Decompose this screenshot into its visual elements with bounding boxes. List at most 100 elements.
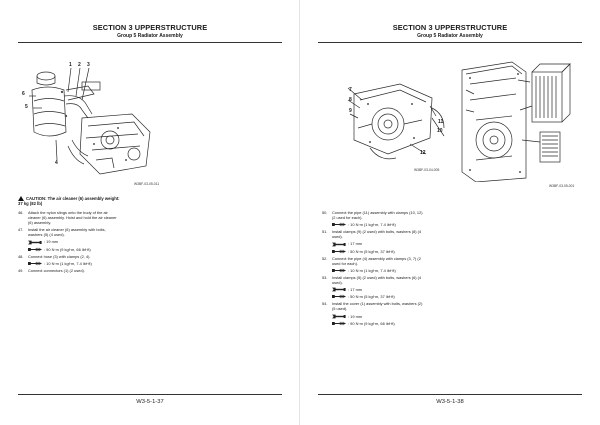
section-title: SECTION 3 UPPERSTRUCTURE xyxy=(392,23,508,32)
caution-label: CAUTION: xyxy=(26,196,47,201)
callout-label: 3 xyxy=(87,62,90,68)
step-text-line: Install clamps (5) (2 used) with bolts, … xyxy=(332,274,422,280)
wrench-icon xyxy=(28,240,42,244)
step-text-line: (2 used for each). xyxy=(332,215,363,221)
tool-spec-text: : 17 mm xyxy=(348,241,363,247)
left-page: SECTION 3 UPPERSTRUCTURE Group 5 Radiato… xyxy=(18,23,282,405)
procedure-step: 52.Connect the pipe (4) assembly with cl… xyxy=(322,256,532,266)
tool-spec-text: : 50 N·m (5 kgf·m, 37 lbf·ft) xyxy=(348,248,395,254)
torque-wrench-icon xyxy=(332,249,346,253)
step-number: 53. xyxy=(322,274,328,280)
tool-spec: : 50 N·m (5 kgf·m, 37 lbf·ft) xyxy=(332,249,532,254)
step-text-line: (5 used). xyxy=(332,306,348,312)
right-page: SECTION 3 UPPERSTRUCTURE Group 5 Radiato… xyxy=(300,0,600,425)
step-text-line: Attach the nylon slings onto the body of… xyxy=(28,210,108,215)
footer-rule xyxy=(18,394,282,395)
callout-label: 8 xyxy=(349,97,352,103)
tool-spec-text: : 90 N·m (9 kgf·m, 66 lbf·ft) xyxy=(44,246,91,252)
procedure-step: 51. Install clamps (9) (2 used) with bolt… xyxy=(322,229,532,239)
tool-spec: : 19 mm xyxy=(332,314,532,319)
callout-label: 4 xyxy=(55,160,58,166)
step-text-line: used for each). xyxy=(332,260,358,266)
step-text: Connect hose (3) with clamps (2, 4). xyxy=(28,254,218,259)
callout-label: 7 xyxy=(349,87,352,93)
step-text: Attach the nylon slings onto the body of… xyxy=(28,210,218,225)
step-text-line: used). xyxy=(332,280,343,286)
step-number: 49. xyxy=(18,267,24,273)
figure-id: W3BF-03-05-001 xyxy=(549,184,575,188)
procedure-step: 47. Install the air cleaner (6) assembly … xyxy=(18,227,218,237)
warning-triangle-icon xyxy=(18,196,24,201)
air-cleaner-assembly-figure xyxy=(29,67,151,175)
tool-spec-text: : 90 N·m (9 kgf·m, 66 lbf·ft) xyxy=(348,320,395,326)
tool-spec-text: : 10 N·m (1 kgf·m, 7.4 lbf·ft) xyxy=(348,222,396,228)
wrench-icon xyxy=(332,242,346,246)
procedure-step: 53. Install clamps (5) (2 used) with bolt… xyxy=(322,275,532,285)
step-text-line: Install the cover (1) assembly with bolt… xyxy=(332,301,423,307)
step-text-line: Connect the pipe (11) assembly with clam… xyxy=(332,210,423,215)
step-number: 51. xyxy=(322,229,328,235)
tool-spec-text: : 19 mm xyxy=(348,313,363,319)
step-number: 50. xyxy=(322,210,328,215)
step-number: 47. xyxy=(18,227,24,233)
figure-id: W3BF-03-04-005 xyxy=(414,168,440,172)
step-number: 54. xyxy=(322,301,328,307)
tool-spec-text: : 50 N·m (5 kgf·m, 37 lbf·ft) xyxy=(348,294,395,300)
step-number: 46. xyxy=(18,210,24,215)
step-text: Install clamps (5) (2 used) with bolts, … xyxy=(332,275,532,285)
tool-spec: : 90 N·m (9 kgf·m, 66 lbf·ft) xyxy=(332,321,532,326)
procedure-step: 54. Install the cover (1) assembly with b… xyxy=(322,301,532,311)
step-text-line: washers (5) (4 used). xyxy=(28,232,65,238)
callout-label: 9 xyxy=(349,108,352,114)
tool-spec: : 10 N·m (1 kgf·m, 7.4 lbf·ft) xyxy=(28,261,218,266)
tool-spec-text: : 10 N·m (1 kgf·m, 7.4 lbf·ft) xyxy=(44,260,92,266)
torque-wrench-icon xyxy=(332,268,346,272)
header-rule xyxy=(18,42,282,43)
step-text-line: Install clamps (9) (2 used) with bolts, … xyxy=(332,229,422,235)
callout-label: 5 xyxy=(25,104,28,110)
page-number: W3-5-1-38 xyxy=(436,399,464,405)
step-text-line: Connect connectors (1) (2 used). xyxy=(28,267,85,273)
procedure-step: 48.Connect hose (3) with clamps (2, 4). xyxy=(18,254,218,259)
tool-spec-text: : 10 N·m (1 kgf·m, 7.4 lbf·ft) xyxy=(348,267,396,273)
callout-label: 2 xyxy=(78,62,81,68)
tool-spec: : 19 mm xyxy=(28,239,218,244)
step-text: Install the cover (1) assembly with bolt… xyxy=(332,301,532,311)
group-title: Group 5 Radiator Assembly xyxy=(417,33,483,39)
caution-text: The air cleaner (6) assembly weight: xyxy=(47,196,120,201)
callout-label: 6 xyxy=(22,91,25,97)
figure-id: W3BF-03-05-011 xyxy=(134,182,160,186)
procedure-steps: 50. Connect the pipe (11) assembly with c… xyxy=(322,210,532,328)
page-spine xyxy=(299,0,300,425)
step-text: Connect connectors (1) (2 used). xyxy=(28,268,218,273)
torque-wrench-icon xyxy=(28,261,42,265)
step-text-line: Connect hose (3) with clamps (2, 4). xyxy=(28,253,91,259)
caution-note: CAUTION: The air cleaner (6) assembly we… xyxy=(18,196,198,206)
step-text-line: Connect the pipe (4) assembly with clamp… xyxy=(332,255,421,261)
step-text-line: cleaner (6) assembly. Hoist and hold the… xyxy=(28,215,117,221)
procedure-step: 50. Connect the pipe (11) assembly with c… xyxy=(322,210,532,220)
callout-label: 1 xyxy=(69,62,72,68)
group-title: Group 5 Radiator Assembly xyxy=(117,33,183,39)
wrench-icon xyxy=(332,287,346,292)
tool-spec: : 50 N·m (5 kgf·m, 37 lbf·ft) xyxy=(332,294,532,299)
callout-label: 10 xyxy=(437,128,443,134)
callout-label: 11 xyxy=(438,119,444,125)
tool-spec-text: : 17 mm xyxy=(348,287,363,293)
wrench-icon xyxy=(332,314,346,318)
torque-wrench-icon xyxy=(332,223,346,227)
step-text-line: (6) assembly. xyxy=(28,220,52,226)
step-text: Connect the pipe (11) assembly with clam… xyxy=(332,210,532,220)
page-number: W3-5-1-37 xyxy=(136,399,164,405)
tool-spec: : 10 N·m (1 kgf·m, 7.4 lbf·ft) xyxy=(332,268,532,273)
step-text-line: Install the air cleaner (6) assembly wit… xyxy=(28,227,106,233)
tool-spec: : 17 mm xyxy=(332,241,532,246)
footer-rule xyxy=(318,394,582,395)
torque-wrench-icon xyxy=(332,321,346,325)
section-title: SECTION 3 UPPERSTRUCTURE xyxy=(92,23,208,32)
step-text-line: used). xyxy=(332,234,343,240)
tool-spec: : 90 N·m (9 kgf·m, 66 lbf·ft) xyxy=(28,247,218,252)
torque-wrench-icon xyxy=(332,295,346,299)
procedure-steps: 46. Attach the nylon slings onto the body… xyxy=(18,210,218,275)
callout-label: 12 xyxy=(420,150,426,156)
